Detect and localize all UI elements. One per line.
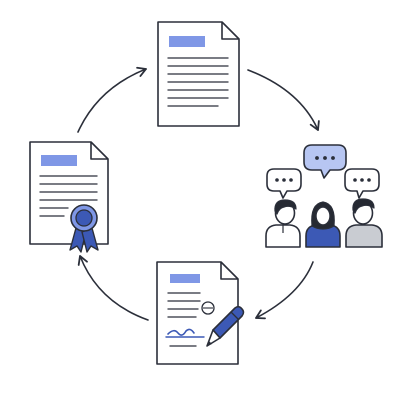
person-left-icon: [265, 199, 301, 248]
draft-document-icon: [157, 21, 240, 127]
arrow-sign-to-certify: [77, 255, 149, 321]
person-center-icon: [305, 201, 341, 248]
award-ribbon-icon: [69, 204, 99, 253]
document-text-lines: [167, 57, 229, 107]
certificate-icon: [29, 141, 109, 253]
speech-bubble-right: [344, 168, 380, 199]
speech-bubble-left: [266, 168, 302, 199]
signature-mark: [165, 328, 205, 347]
pen-icon: [206, 305, 245, 347]
document-title-block: [41, 155, 77, 166]
document-text-lines: [39, 175, 98, 217]
document-text-lines: [167, 292, 201, 318]
document-title-block: [170, 274, 200, 283]
arrow-certify-to-draft: [77, 66, 147, 133]
speech-bubble-center: [303, 144, 347, 179]
cycle-arrows: [77, 66, 320, 321]
document-title-block: [169, 36, 205, 47]
discussion-group-icon: [265, 144, 383, 248]
stamp-seal: [201, 301, 215, 315]
signed-document-icon: [156, 261, 245, 365]
arrow-draft-to-discuss: [247, 69, 320, 131]
person-right-icon: [345, 198, 383, 248]
arrow-discuss-to-sign: [255, 261, 314, 320]
